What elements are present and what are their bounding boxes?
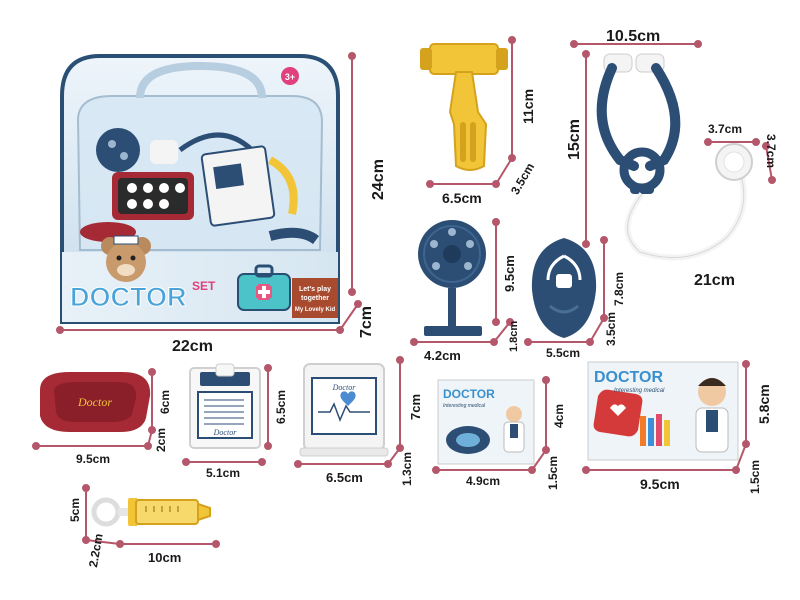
- dimension-lines: [32, 36, 776, 548]
- small-card-width-label: 4.9cm: [466, 474, 501, 488]
- stethoscope-chest-height-label: 3.7cm: [764, 134, 778, 169]
- monitor-height-label: 7cm: [408, 393, 423, 420]
- package-set-word: SET: [192, 279, 216, 293]
- package-slogan-line3: My Lovely Kid: [295, 307, 336, 313]
- package-slogan-line1: Let's play: [299, 286, 331, 293]
- syringe-width-label: 10cm: [148, 550, 182, 565]
- otoscope-width-label: 5.5cm: [546, 346, 581, 360]
- large-card-height-label: 5.8cm: [756, 384, 772, 424]
- clipboard-width-label: 5.1cm: [206, 466, 241, 480]
- tray-height-label: 6cm: [158, 389, 172, 414]
- stethoscope-width-label: 10.5cm: [606, 28, 661, 45]
- clipboard-height-label: 6.5cm: [274, 389, 288, 424]
- tray-width-label: 9.5cm: [76, 452, 111, 466]
- package-depth-label: 7cm: [358, 305, 375, 338]
- package-height-label: 24cm: [370, 159, 387, 200]
- monitor: [299, 363, 389, 457]
- kidney-tray: [40, 372, 151, 432]
- monitor-depth-label: 1.3cm: [400, 451, 414, 486]
- teddy-bear-icon: [101, 235, 151, 282]
- hammer-height-label: 11cm: [520, 88, 536, 124]
- large-card: [587, 361, 739, 461]
- otoscope: [531, 238, 597, 338]
- large-card-width-label: 9.5cm: [640, 476, 680, 492]
- tray-depth-label: 2cm: [154, 427, 168, 452]
- large-card-depth-label: 1.5cm: [748, 459, 762, 494]
- reflex-hammer: [420, 43, 508, 171]
- monitor-width-label: 6.5cm: [326, 470, 363, 485]
- reflector-height-label: 9.5cm: [502, 255, 517, 292]
- reflector-width-label: 4.2cm: [424, 348, 461, 363]
- stethoscope-tube-label: 21cm: [694, 272, 735, 289]
- medical-kit-icon: [237, 264, 291, 311]
- hammer-width-label: 6.5cm: [442, 190, 482, 206]
- otoscope-depth-label: 3.5cm: [604, 311, 618, 346]
- small-card-subtitle: Interesting medical: [443, 403, 486, 409]
- tray-logo: Doctor: [77, 395, 112, 409]
- head-reflector: [418, 220, 486, 336]
- clipboard-logo: Doctor: [213, 428, 238, 437]
- package-brand-word: DOCTOR: [70, 282, 187, 312]
- stethoscope-chest-width-label: 3.7cm: [708, 122, 743, 136]
- large-card-subtitle: Interesting medical: [614, 388, 665, 394]
- small-card-depth-label: 1.5cm: [546, 455, 560, 490]
- small-card: [437, 379, 535, 465]
- package-box: [60, 54, 340, 324]
- otoscope-height-label: 7.8cm: [612, 271, 626, 306]
- small-card-height-label: 4cm: [552, 403, 566, 428]
- stethoscope-height-label: 15cm: [566, 119, 583, 160]
- syringe: [91, 497, 211, 527]
- syringe-height-label: 5cm: [68, 497, 82, 522]
- large-card-title: DOCTOR: [594, 369, 663, 386]
- package-age-badge: 3+: [285, 72, 295, 82]
- reflector-depth-label: 1.8cm: [508, 320, 520, 352]
- monitor-logo: Doctor: [332, 383, 357, 392]
- small-card-title: DOCTOR: [443, 387, 495, 401]
- stethoscope: [596, 53, 753, 261]
- package-slogan-line2: together: [301, 295, 329, 302]
- package-width-label: 22cm: [172, 338, 213, 355]
- clipboard: [189, 363, 261, 449]
- case-handle: [136, 61, 266, 99]
